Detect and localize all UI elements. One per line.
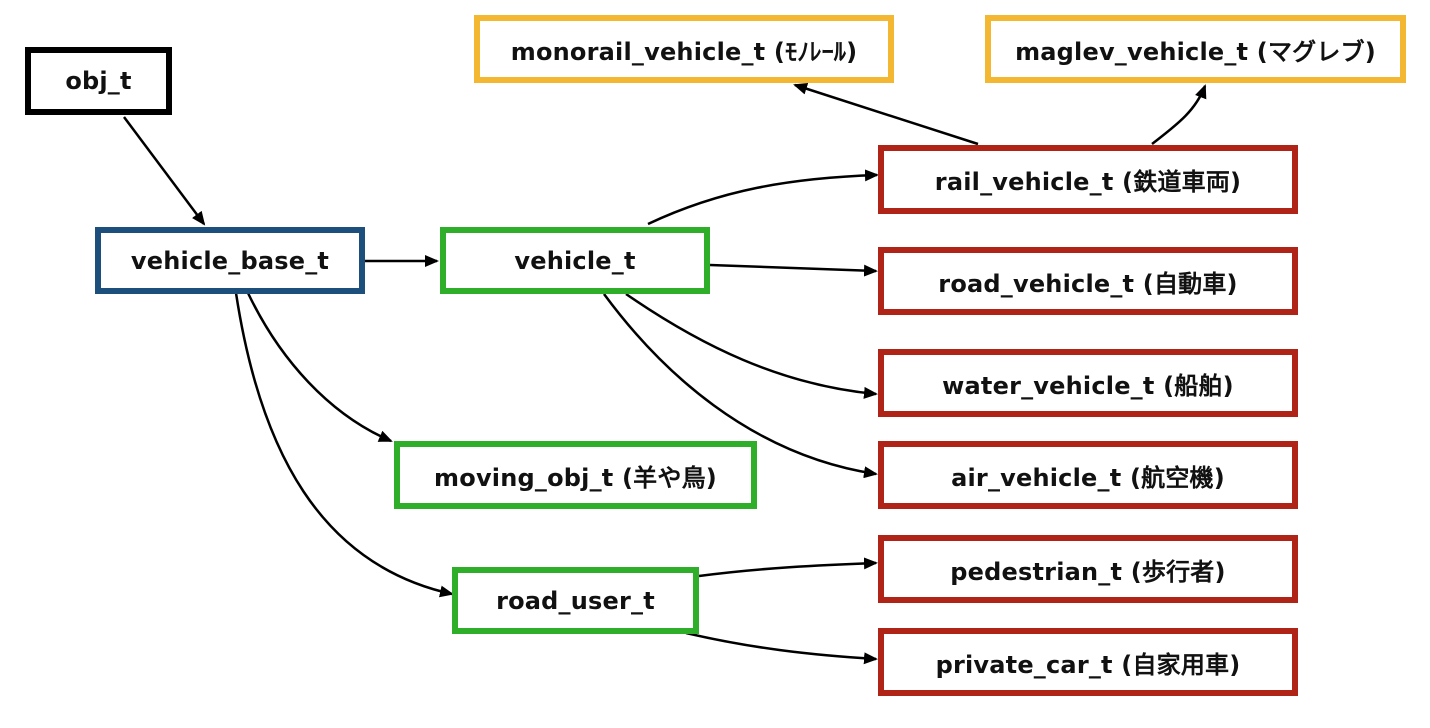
edge-vehicle-base-to-moving-obj: [246, 292, 393, 443]
node-obj: obj_t: [25, 47, 172, 115]
node-pedestrian: pedestrian_t (歩行者): [878, 535, 1298, 603]
edge-road-user-to-pedestrian: [698, 557, 878, 578]
node-monorail-vehicle: monorail_vehicle_t (ﾓﾉﾚｰﾙ): [474, 15, 894, 83]
edge-vehicle-to-rail-vehicle: [647, 169, 879, 226]
edge-rail-vehicle-to-maglev: [1151, 84, 1207, 145]
node-vehicle-base: vehicle_base_t: [95, 227, 365, 294]
node-water-vehicle: water_vehicle_t (船舶): [878, 349, 1298, 417]
edge-vehicle-to-water-vehicle: [625, 292, 878, 399]
edge-road-user-to-private-car: [685, 631, 878, 665]
edge-vehicle-to-road-vehicle: [709, 263, 878, 277]
edge-vehicle-to-air-vehicle: [602, 293, 878, 479]
edge-obj-to-vehicle-base: [122, 116, 206, 226]
node-private-car: private_car_t (自家用車): [878, 628, 1298, 696]
node-vehicle: vehicle_t: [440, 227, 710, 294]
edge-vehicle-base-to-road-user: [234, 292, 454, 598]
node-moving-obj: moving_obj_t (羊や鳥): [394, 441, 757, 509]
edge-rail-vehicle-to-monorail: [793, 82, 979, 146]
node-air-vehicle: air_vehicle_t (航空機): [878, 441, 1298, 509]
node-road-vehicle: road_vehicle_t (自動車): [878, 247, 1298, 315]
node-maglev-vehicle: maglev_vehicle_t (マグレブ): [985, 15, 1406, 83]
node-rail-vehicle: rail_vehicle_t (鉄道車両): [878, 145, 1298, 214]
node-road-user: road_user_t: [452, 567, 699, 634]
